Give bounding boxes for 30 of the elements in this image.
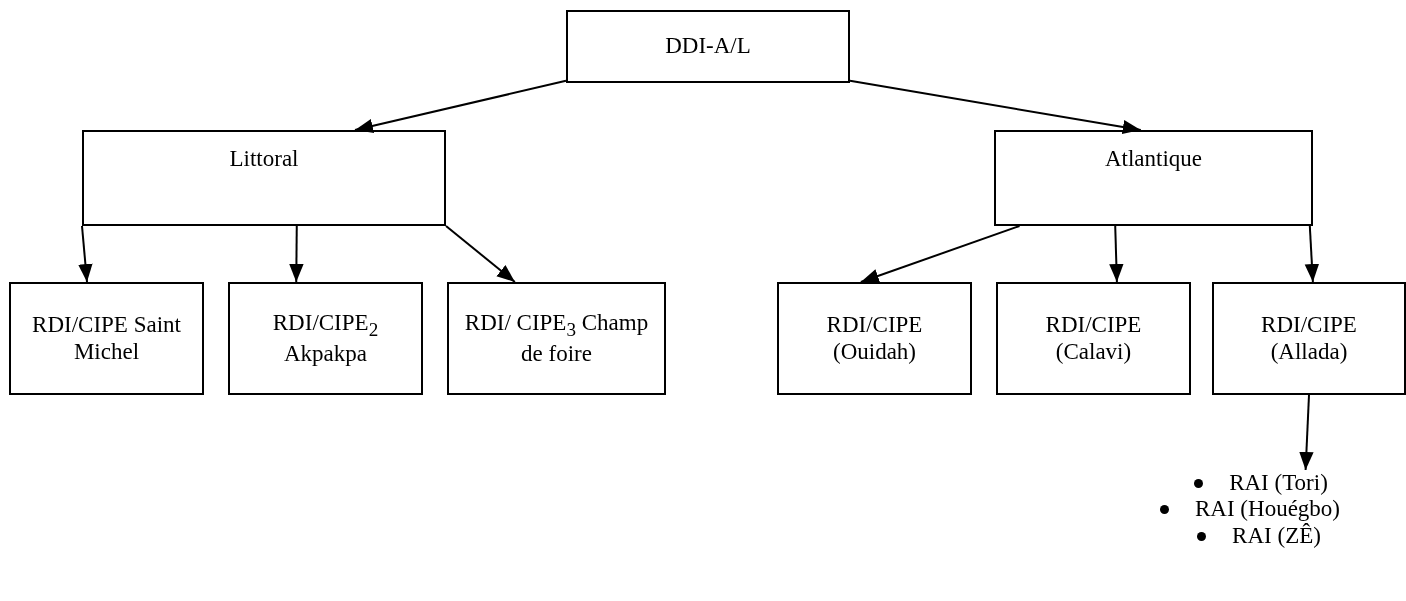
org-box bbox=[447, 282, 666, 395]
org-box bbox=[566, 10, 850, 83]
org-box bbox=[1212, 282, 1406, 395]
arrow bbox=[1109, 225, 1124, 283]
org-box bbox=[9, 282, 204, 395]
arrow bbox=[1304, 225, 1320, 283]
list-item: RAI (Houégbo) bbox=[1195, 496, 1340, 523]
org-box bbox=[228, 282, 423, 395]
node-label: RDI/CIPE (Ouidah) bbox=[825, 312, 924, 365]
org-box bbox=[82, 130, 446, 226]
org-box bbox=[994, 130, 1313, 226]
node-label: RDI/CIPE (Allada) bbox=[1260, 312, 1358, 365]
arrow bbox=[445, 225, 516, 283]
arrow bbox=[1299, 394, 1314, 471]
arrow bbox=[849, 79, 1142, 135]
node-label: RDI/ CIPE$_{3}$ Champ de foire bbox=[463, 309, 650, 368]
arrow bbox=[289, 225, 304, 283]
node-label: RDI/CIPE$_{2}$ Akpakpa bbox=[271, 309, 380, 368]
node-label: RDI/CIPE (Calavi) bbox=[1044, 312, 1143, 365]
org-box bbox=[996, 282, 1191, 395]
list-item: RAI (ZÊ) bbox=[1232, 522, 1321, 550]
arrow bbox=[859, 225, 1021, 283]
arrow bbox=[354, 79, 567, 133]
list-item: RAI (Tori) bbox=[1229, 470, 1328, 497]
node-label: Atlantique bbox=[1104, 146, 1203, 173]
arrow bbox=[78, 225, 93, 283]
node-label: RDI/CIPE Saint Michel bbox=[31, 312, 182, 365]
node-label: DDI-A/L bbox=[665, 33, 751, 60]
node-label: Littoral bbox=[229, 146, 299, 173]
org-box bbox=[777, 282, 972, 395]
